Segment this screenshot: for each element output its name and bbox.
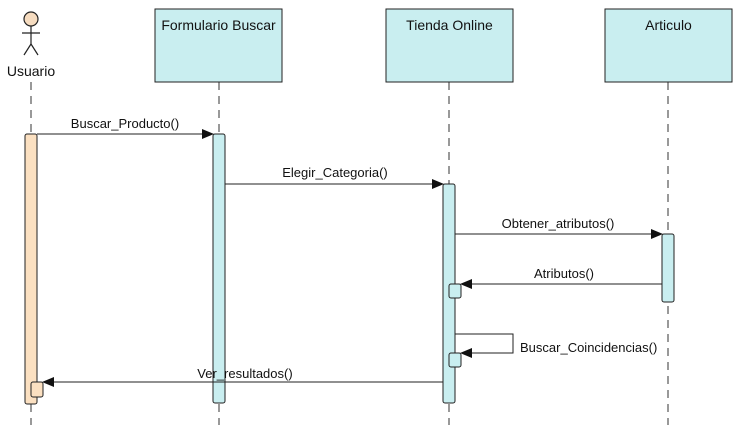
message-elegir-categoria: Elegir_Categoria() xyxy=(225,165,444,189)
actor-label: Usuario xyxy=(7,63,55,79)
activation-usuario xyxy=(24,133,38,405)
participant-label: Formulario Buscar xyxy=(161,17,276,33)
message-buscar-producto: Buscar_Producto() xyxy=(37,116,214,139)
participant-label: Tienda Online xyxy=(406,17,493,33)
message-label: Buscar_Coincidencias() xyxy=(520,340,657,355)
activation-formulario xyxy=(212,133,226,404)
message-obtener-atributos: Obtener_atributos() xyxy=(455,216,663,239)
actor-leg-left xyxy=(23,43,32,56)
activation-articulo xyxy=(661,233,675,303)
message-label: Ver_resultados() xyxy=(197,366,292,381)
participant-articulo: Articulo xyxy=(604,8,733,83)
message-buscar-coincidencias: Buscar_Coincidencias() xyxy=(455,333,657,358)
actor-head xyxy=(23,11,39,27)
participant-formulario: Formulario Buscar xyxy=(154,8,283,83)
message-label: Elegir_Categoria() xyxy=(282,165,388,180)
activation-usuario-nested xyxy=(30,381,44,398)
participant-label: Articulo xyxy=(645,17,692,33)
message-atributos: Atributos() xyxy=(460,266,662,289)
message-label: Atributos() xyxy=(534,266,594,281)
message-label: Obtener_atributos() xyxy=(502,216,615,231)
actor-leg-right xyxy=(30,43,39,56)
participant-box xyxy=(154,8,283,83)
message-ver-resultados: Ver_resultados() xyxy=(42,366,443,387)
activation-tienda-nested-2 xyxy=(448,352,462,368)
participant-box xyxy=(385,8,514,83)
message-label: Buscar_Producto() xyxy=(71,116,179,131)
participant-tienda: Tienda Online xyxy=(385,8,514,83)
participant-box xyxy=(604,8,733,83)
activation-tienda-nested-1 xyxy=(448,283,462,299)
message-self-loop xyxy=(455,333,514,358)
actor-usuario: Usuario xyxy=(7,11,55,79)
